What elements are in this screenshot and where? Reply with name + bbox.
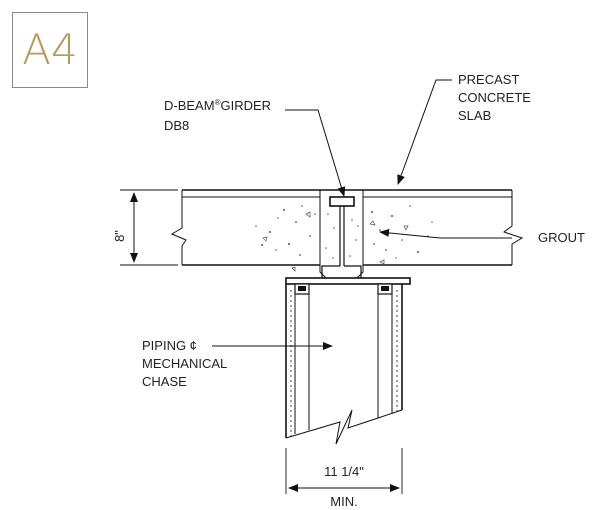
girder-label-line1: D-BEAM®GIRDER <box>164 98 271 113</box>
concrete-hatch <box>255 205 433 272</box>
width-dimension-label: 11 1/4" <box>324 464 364 479</box>
depth-dimension-label: 8" <box>112 230 127 242</box>
width-dimension-min-label: MIN. <box>330 494 357 509</box>
leaders <box>212 79 512 350</box>
chase-label-line2: MECHANICAL <box>142 356 227 371</box>
slab-label-line3: SLAB <box>458 108 491 123</box>
girder-bottom-plate <box>285 277 411 285</box>
grout-leader <box>379 228 512 239</box>
left-break-line <box>170 190 187 265</box>
chase-label-line1: PIPING ¢ <box>142 338 197 353</box>
left-wall <box>285 283 310 438</box>
girder-top-flange <box>329 196 355 207</box>
detail-badge: A4 <box>12 12 88 88</box>
chase-label-line3: CHASE <box>142 374 187 389</box>
girder-bottom-flange <box>321 265 362 278</box>
width-dimension <box>285 448 403 494</box>
d-beam-girder <box>285 190 411 285</box>
detail-id: A4 <box>22 25 78 74</box>
girder-leader <box>285 109 346 197</box>
girder-label-line2: DB8 <box>164 118 189 133</box>
depth-dimension <box>120 189 178 266</box>
wall-break-line <box>285 409 403 445</box>
slab-leader <box>397 79 452 185</box>
grout-label: GROUT <box>538 230 585 245</box>
grout-speckles <box>325 213 359 259</box>
right-wall <box>377 283 403 418</box>
precast-slab <box>170 189 524 266</box>
slab-label-line2: CONCRETE <box>458 90 531 105</box>
slab-label-line1: PRECAST <box>458 72 519 87</box>
right-break-line <box>502 190 524 265</box>
